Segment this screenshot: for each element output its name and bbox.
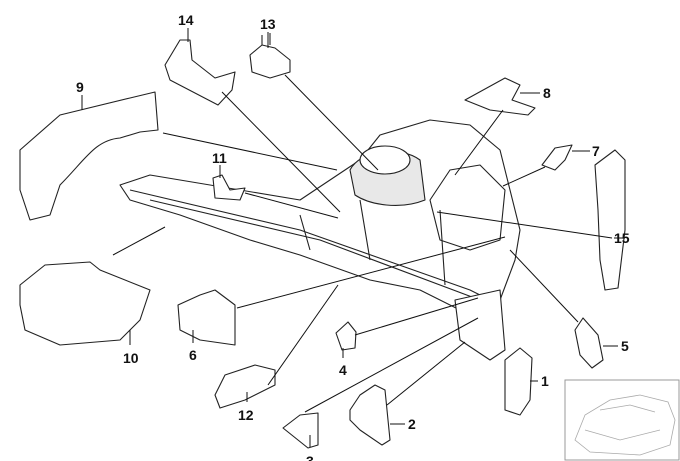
vehicle-inset-thumbnail	[564, 379, 680, 461]
part-6-bracket[interactable]	[177, 289, 236, 346]
label-11: 11	[212, 150, 227, 166]
label-10: 10	[123, 350, 139, 366]
part-5-bracket[interactable]	[574, 317, 604, 369]
part-7-bracket[interactable]	[541, 144, 573, 171]
label-15: 15	[614, 230, 630, 246]
part-11-bracket[interactable]	[212, 174, 246, 201]
part-3-block[interactable]	[282, 412, 319, 449]
label-12: 12	[238, 407, 254, 423]
part-10-wheelhouse-liner[interactable]	[19, 261, 151, 346]
part-2-bracket[interactable]	[349, 384, 391, 446]
label-5: 5	[621, 338, 629, 354]
part-8-bracket[interactable]	[464, 77, 536, 116]
part-14-bracket[interactable]	[164, 39, 236, 106]
label-1: 1	[541, 373, 549, 389]
label-7: 7	[592, 143, 600, 159]
part-15-pillar-panel[interactable]	[594, 149, 626, 291]
label-4: 4	[339, 362, 347, 378]
label-8: 8	[543, 85, 551, 101]
label-9: 9	[76, 79, 84, 95]
part-12-bracket[interactable]	[214, 364, 276, 409]
label-6: 6	[189, 347, 197, 363]
label-13: 13	[260, 16, 276, 32]
label-3: 3	[306, 453, 314, 461]
front-structure-assembly	[119, 119, 521, 361]
label-14: 14	[178, 12, 194, 28]
part-13-bracket[interactable]	[249, 33, 291, 79]
part-1-bracket[interactable]	[504, 347, 533, 416]
part-9-wheel-arch-panel[interactable]	[19, 91, 159, 221]
part-4-bracket[interactable]	[335, 321, 357, 351]
leader-lines	[81, 28, 625, 447]
label-2: 2	[408, 416, 416, 432]
